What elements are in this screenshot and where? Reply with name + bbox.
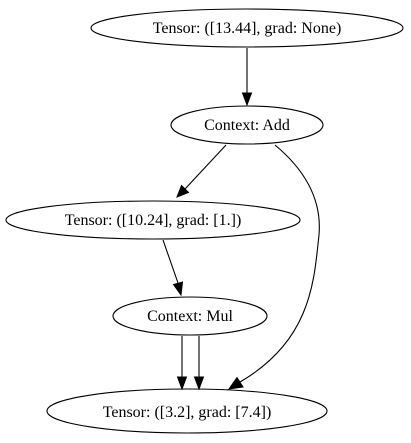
node-label: Context: Add bbox=[204, 117, 290, 134]
edge-context-add-to-tensor-intermediate bbox=[176, 144, 227, 198]
edge-tensor-intermediate-to-context-mul bbox=[162, 239, 184, 297]
edge-tensor-output-to-context-add bbox=[241, 48, 253, 107]
node-tensor-output: Tensor: ([13.44], grad: None) bbox=[90, 8, 404, 48]
node-label: Tensor: ([13.44], grad: None) bbox=[153, 20, 342, 37]
node-tensor-intermediate: Tensor: ([10.24], grad: [1.]) bbox=[5, 200, 301, 240]
node-context-mul: Context: Mul bbox=[112, 296, 268, 336]
node-label: Tensor: ([10.24], grad: [1.]) bbox=[65, 212, 242, 229]
node-context-add: Context: Add bbox=[170, 105, 324, 145]
node-tensor-input: Tensor: ([3.2], grad: [7.4]) bbox=[46, 388, 328, 434]
edge-context-mul-to-tensor-input-2 bbox=[193, 336, 205, 391]
edge-context-mul-to-tensor-input-1 bbox=[176, 336, 188, 391]
edge-context-add-to-tensor-input bbox=[227, 144, 320, 390]
node-label: Tensor: ([3.2], grad: [7.4]) bbox=[103, 404, 272, 421]
node-label: Context: Mul bbox=[147, 308, 233, 325]
